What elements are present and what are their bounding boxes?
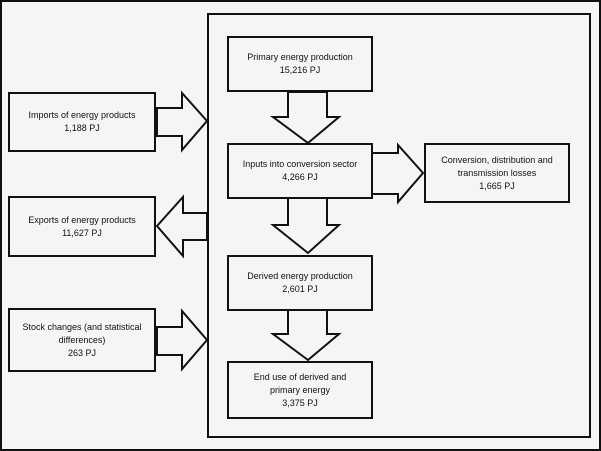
box-end-use-title-line2: primary energy — [269, 384, 331, 395]
box-primary-production-value: 15,216 PJ — [279, 65, 321, 75]
box-imports-value: 1,188 PJ — [64, 123, 100, 133]
box-conversion-losses-value: 1,665 PJ — [479, 180, 515, 191]
derived-to-enduse-arrow — [269, 309, 342, 362]
box-stock-changes-title-line2: differences) — [58, 334, 106, 345]
box-exports-value: 11,627 PJ — [62, 227, 102, 238]
box-conversion-inputs: Inputs into conversion sector 4,266 PJ — [227, 143, 373, 199]
box-conversion-inputs-title: Inputs into conversion sector — [242, 159, 358, 169]
box-end-use-value: 3,375 PJ — [282, 397, 318, 408]
stock-changes-inflow-arrow — [156, 308, 209, 372]
inputs-to-losses-arrow — [371, 142, 425, 205]
box-stock-changes: Stock changes (and statistical differenc… — [8, 308, 156, 372]
box-conversion-losses-title-line1: Conversion, distribution and — [441, 154, 553, 165]
box-stock-changes-value: 263 PJ — [67, 347, 97, 358]
inputs-to-derived-arrow — [270, 197, 342, 255]
box-exports: Exports of energy products 11,627 PJ — [8, 196, 156, 257]
box-exports-title: Exports of energy products — [28, 214, 136, 225]
box-derived-production-title: Derived energy production — [247, 271, 353, 281]
box-stock-changes-title-line1: Stock changes (and statistical — [22, 321, 142, 332]
box-end-use-title-line1: End use of derived and — [253, 371, 347, 382]
box-primary-production-title: Primary energy production — [247, 52, 353, 62]
primary-to-inputs-arrow — [269, 91, 342, 145]
box-conversion-losses: Conversion, distribution and transmissio… — [424, 143, 570, 203]
box-end-use: End use of derived and primary energy 3,… — [227, 361, 373, 419]
box-derived-production-value: 2,601 PJ — [282, 284, 318, 294]
exports-outflow-arrow — [155, 194, 208, 259]
box-imports: Imports of energy products 1,188 PJ — [8, 92, 156, 152]
box-derived-production: Derived energy production 2,601 PJ — [227, 255, 373, 311]
box-conversion-inputs-value: 4,266 PJ — [282, 172, 318, 182]
box-primary-production: Primary energy production 15,216 PJ — [227, 36, 373, 92]
box-conversion-losses-title-line2: transmission losses — [457, 167, 537, 178]
imports-inflow-arrow — [156, 90, 209, 153]
box-imports-title: Imports of energy products — [28, 110, 136, 120]
